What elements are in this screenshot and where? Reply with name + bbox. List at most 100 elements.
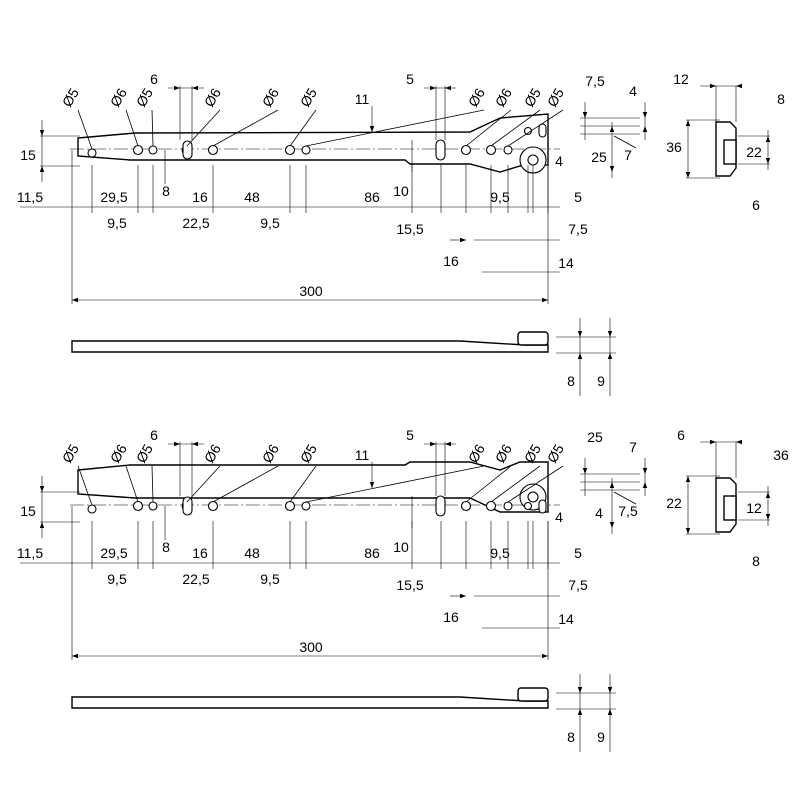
dimension-label: 7,5 <box>568 577 588 593</box>
adjustment-slot <box>435 495 446 517</box>
mounting-hole <box>148 145 158 155</box>
mounting-hole <box>460 500 472 512</box>
leader-line <box>613 135 637 149</box>
hole-callout: Ø5 <box>297 441 320 465</box>
dimension-label: 8 <box>162 539 170 555</box>
dimension-arrow <box>642 126 648 132</box>
dimension-arrow <box>369 482 375 488</box>
dimension-arrow <box>39 522 45 528</box>
dimension-label: 22 <box>746 144 762 160</box>
leader-line <box>305 465 485 503</box>
dimension-arrow <box>577 331 583 337</box>
adjustment-slot <box>182 496 193 516</box>
dimension-label: 7 <box>629 439 637 455</box>
dimension-arrow <box>460 237 466 243</box>
dimension-label: 11,5 <box>17 545 43 561</box>
hole-callout: Ø5 <box>521 85 544 109</box>
slide-side-view <box>71 696 549 709</box>
dimension-arrow <box>72 297 78 303</box>
mounting-hole <box>284 144 296 156</box>
adjustment-slot <box>182 140 193 160</box>
dimension-arrow <box>710 439 716 445</box>
dimension-label: 48 <box>244 189 260 205</box>
leader-line <box>212 465 279 503</box>
dimension-label: 9,5 <box>260 571 280 587</box>
dimension-label: 4 <box>555 509 563 525</box>
dimension-label: 12 <box>746 500 762 516</box>
leader-line <box>125 109 139 147</box>
mounting-hole <box>148 501 158 511</box>
dimension-label: 8 <box>777 91 785 107</box>
hole-callout: Ø6 <box>492 85 515 109</box>
roller-axle <box>527 491 539 503</box>
adjustment-slot <box>435 139 446 161</box>
mounting-hole <box>485 500 497 512</box>
dimension-arrow <box>445 441 451 447</box>
mounting-hole <box>87 148 97 158</box>
mounting-hole <box>132 500 144 512</box>
dimension-arrow <box>736 83 742 89</box>
dimension-label: 6 <box>150 71 158 87</box>
dimension-arrow <box>609 126 615 132</box>
mounting-hole <box>301 145 311 155</box>
dimension-label: 8 <box>567 373 575 389</box>
dimension-arrow <box>609 522 615 528</box>
dimension-label: 15,5 <box>396 221 423 237</box>
dimension-label: 36 <box>666 139 682 155</box>
leader-line <box>186 109 221 147</box>
dimension-label: 9,5 <box>490 189 510 205</box>
roller-side-view <box>517 331 549 346</box>
leader-line <box>490 465 541 503</box>
dimension-label: 5 <box>406 427 414 443</box>
leader-line <box>305 109 485 147</box>
dimension-label: 16 <box>192 189 208 205</box>
mounting-hole <box>207 500 219 512</box>
dimension-arrow <box>542 297 548 303</box>
mounting-hole <box>132 144 144 156</box>
mounting-hole <box>523 501 533 511</box>
dimension-arrow <box>609 482 615 488</box>
dimension-label: 22 <box>666 495 682 511</box>
leader-line <box>507 465 564 503</box>
dimension-label: 9 <box>597 729 605 745</box>
dimension-label: 9,5 <box>107 215 127 231</box>
leader-line <box>613 491 637 505</box>
dimension-label: 10 <box>393 539 409 555</box>
roller-end-view <box>723 495 737 521</box>
dimension-arrow <box>577 687 583 693</box>
dimension-label: 11 <box>355 91 370 107</box>
adjustment-slot <box>538 123 547 138</box>
dimension-label: 6 <box>752 197 760 213</box>
hole-callout: Ø6 <box>201 85 224 109</box>
dimension-label: 7,5 <box>585 73 605 89</box>
dimension-arrow <box>192 441 198 447</box>
dimension-arrow <box>542 653 548 659</box>
mounting-hole <box>87 504 97 514</box>
leader-line <box>289 109 317 147</box>
leader-line <box>125 465 139 503</box>
dimension-arrow <box>369 126 375 132</box>
dimension-label: 15,5 <box>396 577 423 593</box>
dimension-arrow <box>72 653 78 659</box>
roller-end-view <box>723 139 737 165</box>
leader-line <box>465 465 512 503</box>
dimension-arrow <box>430 85 436 91</box>
hole-callout: Ø5 <box>59 85 82 109</box>
dimension-label: 4 <box>595 505 603 521</box>
dimension-label: 11,5 <box>17 189 43 205</box>
dimension-label: 9,5 <box>107 571 127 587</box>
dimension-arrow <box>39 486 45 492</box>
dimension-arrow <box>192 85 198 91</box>
dimension-label: 8 <box>567 729 575 745</box>
mounting-hole <box>503 501 513 511</box>
leader-line <box>151 109 154 147</box>
mounting-hole <box>284 500 296 512</box>
dimension-label: 12 <box>673 71 689 87</box>
slide-side-view <box>71 340 549 353</box>
mounting-hole <box>460 144 472 156</box>
dimension-label: 9,5 <box>260 215 280 231</box>
dimension-label: 7,5 <box>618 503 638 519</box>
mounting-hole <box>207 144 219 156</box>
dimension-arrow <box>607 331 613 337</box>
